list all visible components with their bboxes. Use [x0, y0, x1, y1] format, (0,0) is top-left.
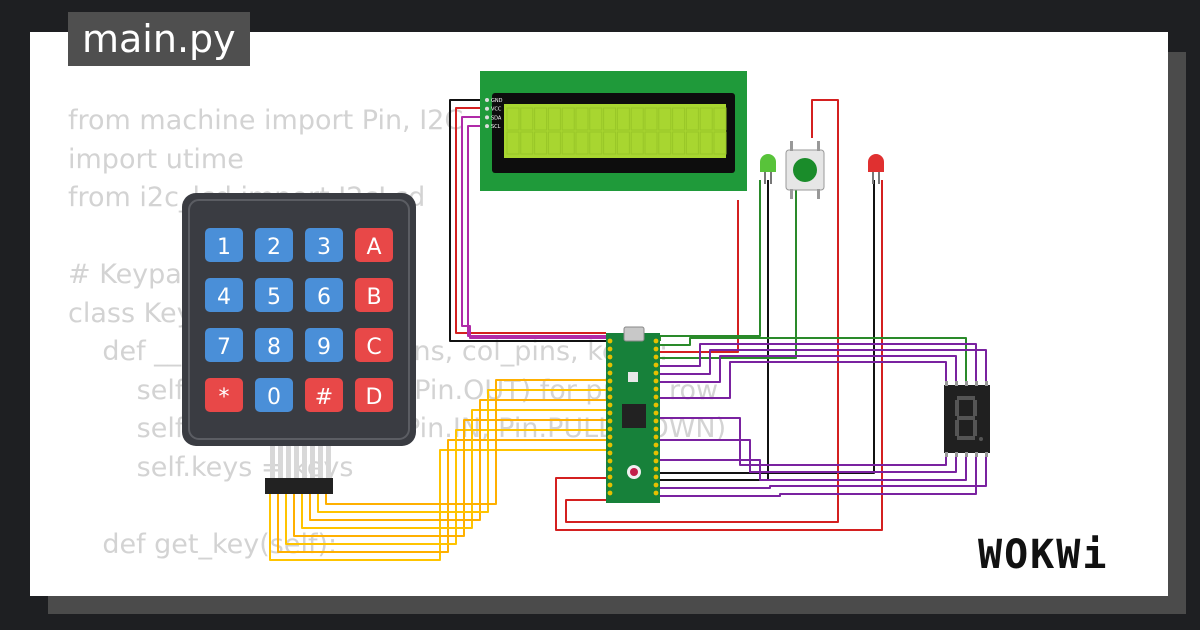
svg-text:1: 1: [217, 235, 231, 260]
wire-black-led: [660, 180, 769, 481]
svg-text:B: B: [366, 285, 381, 310]
svg-text:D: D: [366, 385, 383, 410]
led-green: [760, 154, 776, 184]
usb-port: [623, 326, 645, 342]
wire-keypad-8: [325, 379, 606, 505]
wire-green-led: [659, 180, 761, 341]
svg-text:2: 2: [267, 235, 281, 260]
wire-keypad-6: [309, 399, 606, 521]
keypad-key[interactable]: C: [355, 328, 393, 362]
wire-red-lcd-right: [660, 200, 739, 353]
svg-text:7: 7: [217, 335, 231, 360]
wire-green-button: [660, 190, 797, 359]
wire-green-7seg-a: [660, 337, 967, 385]
pico-board: [606, 326, 660, 503]
keypad-key[interactable]: 4: [205, 278, 243, 312]
lcd-display: GND VCC SDA SCL: [480, 71, 747, 191]
wokwi-logo[interactable]: WOKWi: [978, 532, 1109, 578]
svg-text:*: *: [219, 385, 230, 410]
keypad-key[interactable]: 0: [255, 378, 293, 412]
wire-magenta-sda: [461, 116, 606, 339]
wire-black-lcd-gnd: [449, 99, 606, 342]
svg-text:A: A: [366, 235, 381, 260]
keypad-key[interactable]: 1: [205, 228, 243, 262]
push-button: [785, 141, 825, 199]
keypad-key[interactable]: 8: [255, 328, 293, 362]
svg-text:9: 9: [317, 335, 331, 360]
seven-segment-display: [944, 381, 990, 457]
keypad-key[interactable]: #: [305, 378, 343, 412]
keypad-key[interactable]: *: [205, 378, 243, 412]
keypad-key[interactable]: A: [355, 228, 393, 262]
svg-text:0: 0: [267, 385, 281, 410]
svg-text:VCC: VCC: [491, 107, 502, 113]
pico-chip: [622, 404, 646, 428]
wire-keypad-2: [277, 439, 606, 553]
wire-keypad-3: [285, 429, 606, 545]
wire-magenta-scl: [467, 125, 606, 337]
wire-red-lcd-vcc: [455, 107, 606, 334]
wire-red-button: [565, 99, 839, 523]
svg-text:#: #: [315, 385, 333, 410]
svg-text:SCL: SCL: [491, 124, 501, 130]
svg-text:8: 8: [267, 335, 281, 360]
keypad-key[interactable]: 7: [205, 328, 243, 362]
wire-keypad-5: [301, 409, 606, 529]
keypad-key[interactable]: 6: [305, 278, 343, 312]
keypad-key[interactable]: 3: [305, 228, 343, 262]
wire-red-led: [555, 180, 883, 531]
keypad-key[interactable]: B: [355, 278, 393, 312]
keypad-key[interactable]: 2: [255, 228, 293, 262]
keypad: 1 2 3 A 4 5 6 B 7 8 9 C * 0 # D: [182, 193, 416, 494]
keypad-connector: [265, 478, 333, 494]
lcd-screen: [504, 104, 726, 158]
keypad-key[interactable]: 5: [255, 278, 293, 312]
svg-text:GND: GND: [491, 98, 503, 104]
keypad-key[interactable]: D: [355, 378, 393, 412]
svg-text:C: C: [366, 335, 381, 360]
keypad-key[interactable]: 9: [305, 328, 343, 362]
svg-text:3: 3: [317, 235, 331, 260]
code-line: def get_key(self):: [68, 528, 338, 560]
code-line: import utime: [68, 143, 244, 175]
file-name-tab[interactable]: main.py: [68, 12, 250, 66]
svg-text:5: 5: [267, 285, 281, 310]
wire-keypad-4: [293, 419, 606, 537]
led-red: [868, 154, 884, 184]
wire-keypad-7: [317, 389, 606, 513]
svg-text:SDA: SDA: [491, 115, 502, 121]
svg-text:6: 6: [317, 285, 331, 310]
code-line: from machine import Pin, I2C: [68, 105, 464, 136]
svg-text:4: 4: [217, 285, 231, 310]
